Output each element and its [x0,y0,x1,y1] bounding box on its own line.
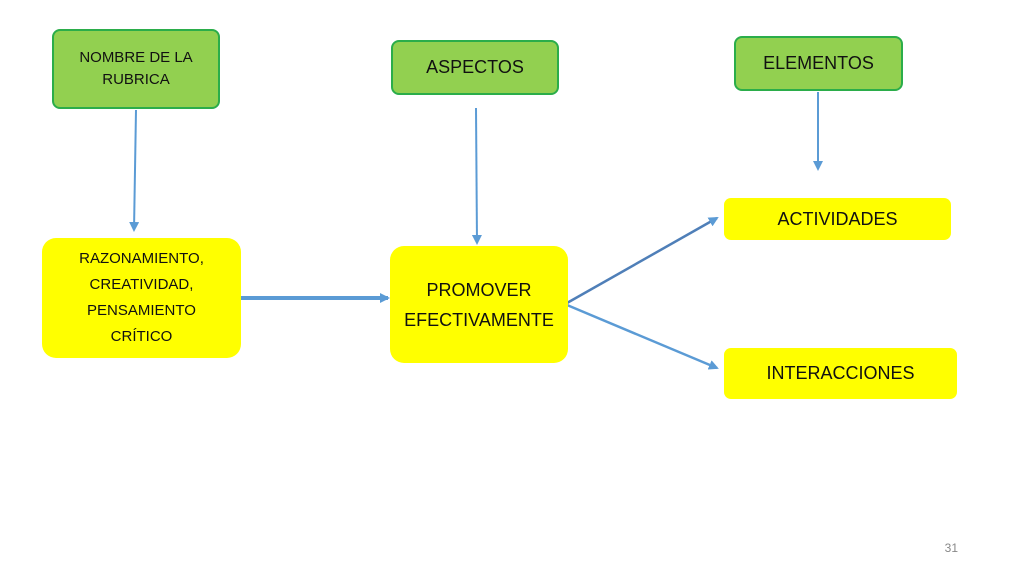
arrow-promover-to-interacciones [566,303,719,370]
box-actividades-label: ACTIVIDADES [777,208,898,229]
box-razonamiento-label: RAZONAMIENTO, CREATIVIDAD, PENSAMIENTO C… [79,250,204,345]
box-elementos: ELEMENTOS [734,36,903,91]
box-interacciones-label: INTERACCIONES [766,363,915,383]
box-nombre-label: NOMBRE DE LA RUBRICA [79,49,193,88]
box-actividades: ACTIVIDADES [724,198,951,240]
box-razonamiento: RAZONAMIENTO, CREATIVIDAD, PENSAMIENTO C… [42,238,241,358]
box-promover: PROMOVER EFECTIVAMENTE [390,246,568,363]
box-interacciones: INTERACCIONES [724,348,957,399]
box-elementos-label: ELEMENTOS [763,53,874,73]
box-nombre-de-la-rubrica: NOMBRE DE LA RUBRICA [52,29,220,109]
box-aspectos: ASPECTOS [391,40,559,95]
arrow-aspectos-to-promover [471,107,482,245]
box-promover-label: PROMOVER EFECTIVAMENTE [404,279,554,330]
box-aspectos-label: ASPECTOS [426,57,524,77]
arrow-promover-to-actividades [566,216,719,305]
arrow-nombre-to-razonamiento [129,109,140,232]
page-number: 31 [944,541,958,555]
